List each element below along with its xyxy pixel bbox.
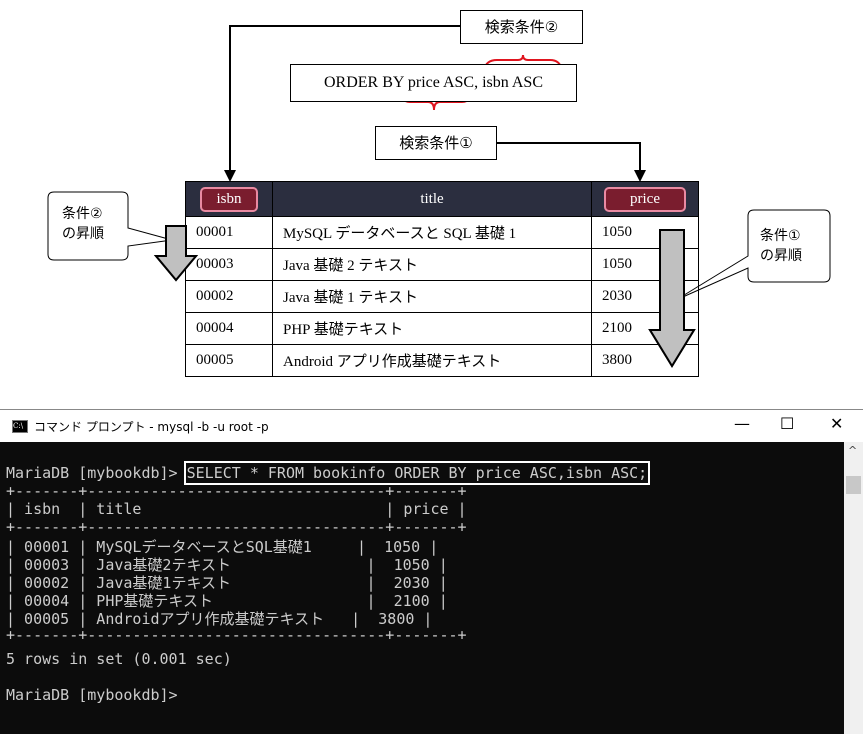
result-summary: 5 rows in set (0.001 sec) bbox=[6, 650, 232, 668]
isbn-highlight: isbn bbox=[200, 186, 258, 212]
brace-isbn bbox=[483, 54, 563, 71]
cell-price: 1050 bbox=[591, 248, 699, 281]
sql-command: SELECT * FROM bookinfo ORDER BY price AS… bbox=[183, 461, 651, 485]
window-titlebar[interactable]: C:\ コマンド プロンプト - mysql -b -u root -p — ☐… bbox=[0, 410, 863, 442]
command-line: MariaDB [mybookdb]> SELECT * FROM bookin… bbox=[6, 461, 651, 485]
result-row: | 00002 | Java基礎1テキスト | 2030 | bbox=[6, 574, 448, 592]
scroll-up-icon[interactable]: ^ bbox=[848, 444, 858, 457]
cell-isbn: 00001 bbox=[185, 216, 273, 249]
callout-right-line-2: の昇順 bbox=[760, 248, 802, 264]
cell-isbn: 00005 bbox=[185, 344, 273, 377]
header-title: title bbox=[272, 181, 592, 217]
table-row: 00005 Android アプリ作成基礎テキスト 3800 bbox=[185, 344, 699, 377]
minimize-button[interactable]: — bbox=[734, 414, 750, 433]
cell-price: 2100 bbox=[591, 312, 699, 345]
cond1-connector-line bbox=[497, 142, 641, 176]
callout-right-line-1: 条件① bbox=[760, 228, 801, 244]
close-button[interactable]: ✕ bbox=[830, 414, 844, 433]
callout-left-line-1: 条件② bbox=[62, 206, 103, 222]
maximize-button[interactable]: ☐ bbox=[780, 414, 795, 433]
search-condition-1-label: 検索条件① bbox=[375, 126, 497, 160]
callout-left-line-2: の昇順 bbox=[62, 226, 104, 242]
result-row: | 00001 | MySQLデータベースとSQL基礎1 | 1050 | bbox=[6, 538, 439, 556]
result-row: | 00005 | Androidアプリ作成基礎テキスト | 3800 | bbox=[6, 610, 433, 628]
command-prompt-window: C:\ コマンド プロンプト - mysql -b -u root -p — ☐… bbox=[0, 409, 863, 734]
cell-title: PHP 基礎テキスト bbox=[272, 312, 592, 345]
cell-title: Java 基礎 1 テキスト bbox=[272, 280, 592, 313]
result-border-mid: +-------+-------------------------------… bbox=[6, 518, 467, 536]
window-title: コマンド プロンプト - mysql -b -u root -p bbox=[34, 420, 269, 434]
result-border-bottom: +-------+-------------------------------… bbox=[6, 626, 467, 644]
cond1-arrowhead bbox=[634, 170, 646, 182]
search-condition-2-label: 検索条件② bbox=[460, 10, 583, 44]
cell-title: Java 基礎 2 テキスト bbox=[272, 248, 592, 281]
callout-right-text: 条件① の昇順 bbox=[760, 226, 802, 266]
result-border-top: +-------+-------------------------------… bbox=[6, 482, 467, 500]
table-row: 00004 PHP 基礎テキスト 2100 bbox=[185, 312, 699, 345]
cell-price: 1050 bbox=[591, 216, 699, 249]
cell-isbn: 00003 bbox=[185, 248, 273, 281]
price-highlight: price bbox=[604, 186, 686, 212]
cell-price: 2030 bbox=[591, 280, 699, 313]
cell-isbn: 00002 bbox=[185, 280, 273, 313]
cell-isbn: 00004 bbox=[185, 312, 273, 345]
cell-price: 3800 bbox=[591, 344, 699, 377]
cell-title: Android アプリ作成基礎テキスト bbox=[272, 344, 592, 377]
callout-right-shape bbox=[675, 209, 831, 301]
header-price: price bbox=[591, 181, 699, 217]
vertical-scrollbar[interactable]: ^ bbox=[844, 442, 863, 734]
scrollbar-thumb[interactable] bbox=[846, 476, 861, 494]
cond2-connector-line bbox=[229, 25, 460, 176]
cond2-arrowhead bbox=[224, 170, 236, 182]
callout-left-text: 条件② の昇順 bbox=[62, 204, 104, 244]
console-app-icon: C:\ bbox=[12, 420, 28, 433]
result-header: | isbn | title | price | bbox=[6, 500, 467, 518]
order-by-clause: ORDER BY price ASC, isbn ASC bbox=[290, 64, 577, 102]
result-row: | 00003 | Java基礎2テキスト | 1050 | bbox=[6, 556, 448, 574]
prompt: MariaDB [mybookdb]> bbox=[6, 464, 178, 482]
prompt-2: MariaDB [mybookdb]> bbox=[6, 686, 178, 704]
table-row: 00002 Java 基礎 1 テキスト 2030 bbox=[185, 280, 699, 313]
table-row: 00001 MySQL データベースと SQL 基礎 1 1050 bbox=[185, 216, 699, 249]
cell-title: MySQL データベースと SQL 基礎 1 bbox=[272, 216, 592, 249]
book-table: isbn title price 00001 MySQL データベースと SQL… bbox=[185, 181, 699, 377]
terminal-output[interactable]: MariaDB [mybookdb]> SELECT * FROM bookin… bbox=[0, 442, 844, 734]
result-row: | 00004 | PHP基礎テキスト | 2100 | bbox=[6, 592, 448, 610]
table-row: 00003 Java 基礎 2 テキスト 1050 bbox=[185, 248, 699, 281]
callout-left-shape bbox=[47, 191, 173, 261]
header-isbn: isbn bbox=[185, 181, 273, 217]
